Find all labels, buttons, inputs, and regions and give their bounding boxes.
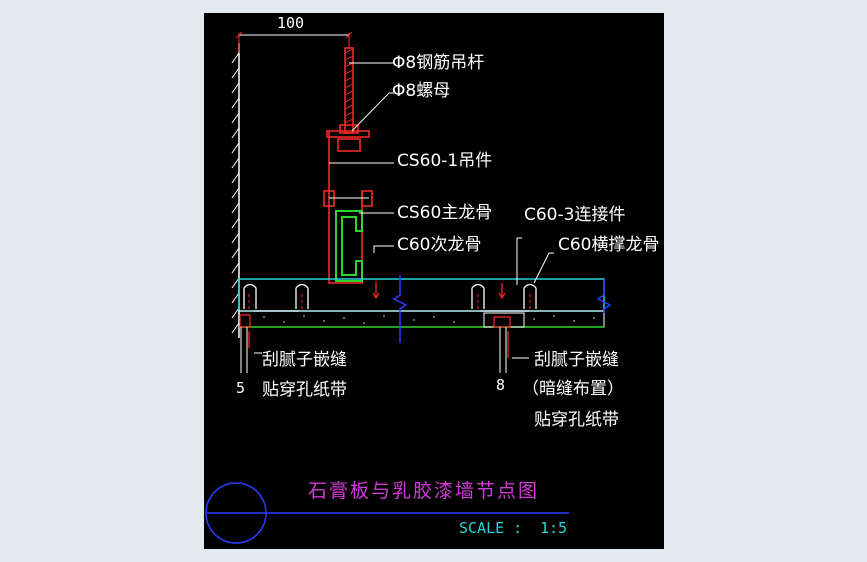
- main-keel: [335, 210, 363, 282]
- gypsum-board: [238, 278, 605, 328]
- joint-detail: [239, 312, 525, 328]
- steel-rod: [344, 47, 354, 134]
- dimension-verticals: [240, 327, 507, 373]
- dimension-top: 100: [277, 14, 305, 32]
- label-cross-keel: C60横撑龙骨: [558, 235, 660, 255]
- drawing-title: 石膏板与乳胶漆墙节点图: [308, 480, 540, 502]
- label-secondary-keel: C60次龙骨: [397, 235, 482, 255]
- break-lines: [392, 275, 612, 343]
- scale-label: SCALE :: [459, 519, 523, 537]
- leader-lines: [254, 62, 554, 359]
- secondary-keels: [243, 283, 537, 312]
- label-putty-right-1: 刮腻子嵌缝: [534, 350, 619, 370]
- label-rod: Φ8钢筋吊杆: [392, 53, 485, 73]
- label-putty-left-2: 贴穿孔纸带: [262, 380, 347, 400]
- drawing-canvas: 100 Φ8钢筋吊杆 Φ8螺母 CS60-1吊件 CS60主龙骨 C60-3连接…: [204, 13, 664, 549]
- label-putty-right-3: 贴穿孔纸带: [534, 410, 619, 430]
- section-drawing: [205, 31, 612, 544]
- hanger-assembly: [323, 124, 373, 284]
- label-nut: Φ8螺母: [392, 81, 451, 101]
- dimension-left: 5: [236, 379, 246, 397]
- dimension-100: [235, 31, 353, 53]
- keel-dashes: [248, 291, 531, 309]
- label-hanger: CS60-1吊件: [397, 151, 493, 171]
- scale-value: 1:5: [540, 519, 568, 537]
- label-main-keel: CS60主龙骨: [397, 203, 493, 223]
- red-arrows: [248, 281, 509, 358]
- label-putty-right-2: （暗缝布置）: [522, 379, 624, 399]
- dimension-mid: 8: [496, 376, 506, 394]
- wall: [231, 43, 240, 338]
- label-putty-left-1: 刮腻子嵌缝: [262, 350, 347, 370]
- title-block: [205, 482, 569, 544]
- label-connector: C60-3连接件: [524, 205, 626, 225]
